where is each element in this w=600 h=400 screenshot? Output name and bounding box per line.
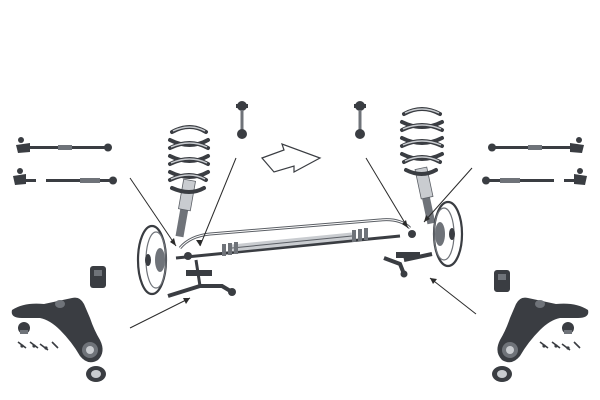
- lower-arm-assembly-right: [383, 252, 433, 278]
- brake-disc-left: [136, 224, 168, 296]
- tie-rod-right: [488, 137, 584, 153]
- bushing-lower-left: [86, 366, 106, 382]
- coil-spring-left: [168, 125, 210, 238]
- anti-roll-bar: [178, 218, 412, 250]
- control-arm-right: [497, 297, 589, 363]
- leader-lines: [129, 157, 477, 329]
- brake-disc-right: [432, 200, 464, 268]
- lower-arm-assembly-left: [167, 259, 236, 298]
- stabilizer-link-left: [236, 101, 248, 139]
- bushing-left: [90, 266, 106, 288]
- tie-rod-left: [16, 137, 112, 153]
- forward-direction-arrow: [260, 143, 322, 174]
- coil-spring-right: [400, 107, 444, 225]
- tie-rod-end-left: [13, 168, 117, 185]
- ball-joint-right: [562, 322, 574, 334]
- mounting-kit-left: [17, 341, 59, 351]
- tie-rod-end-right: [482, 168, 587, 185]
- control-arm-left: [11, 297, 103, 363]
- stabilizer-link-right: [354, 101, 366, 139]
- bushing-right: [494, 270, 510, 292]
- steering-rack: [175, 228, 416, 260]
- bushing-lower-right: [492, 366, 512, 382]
- mounting-kit-right: [539, 341, 581, 351]
- ball-joint-left: [18, 322, 30, 334]
